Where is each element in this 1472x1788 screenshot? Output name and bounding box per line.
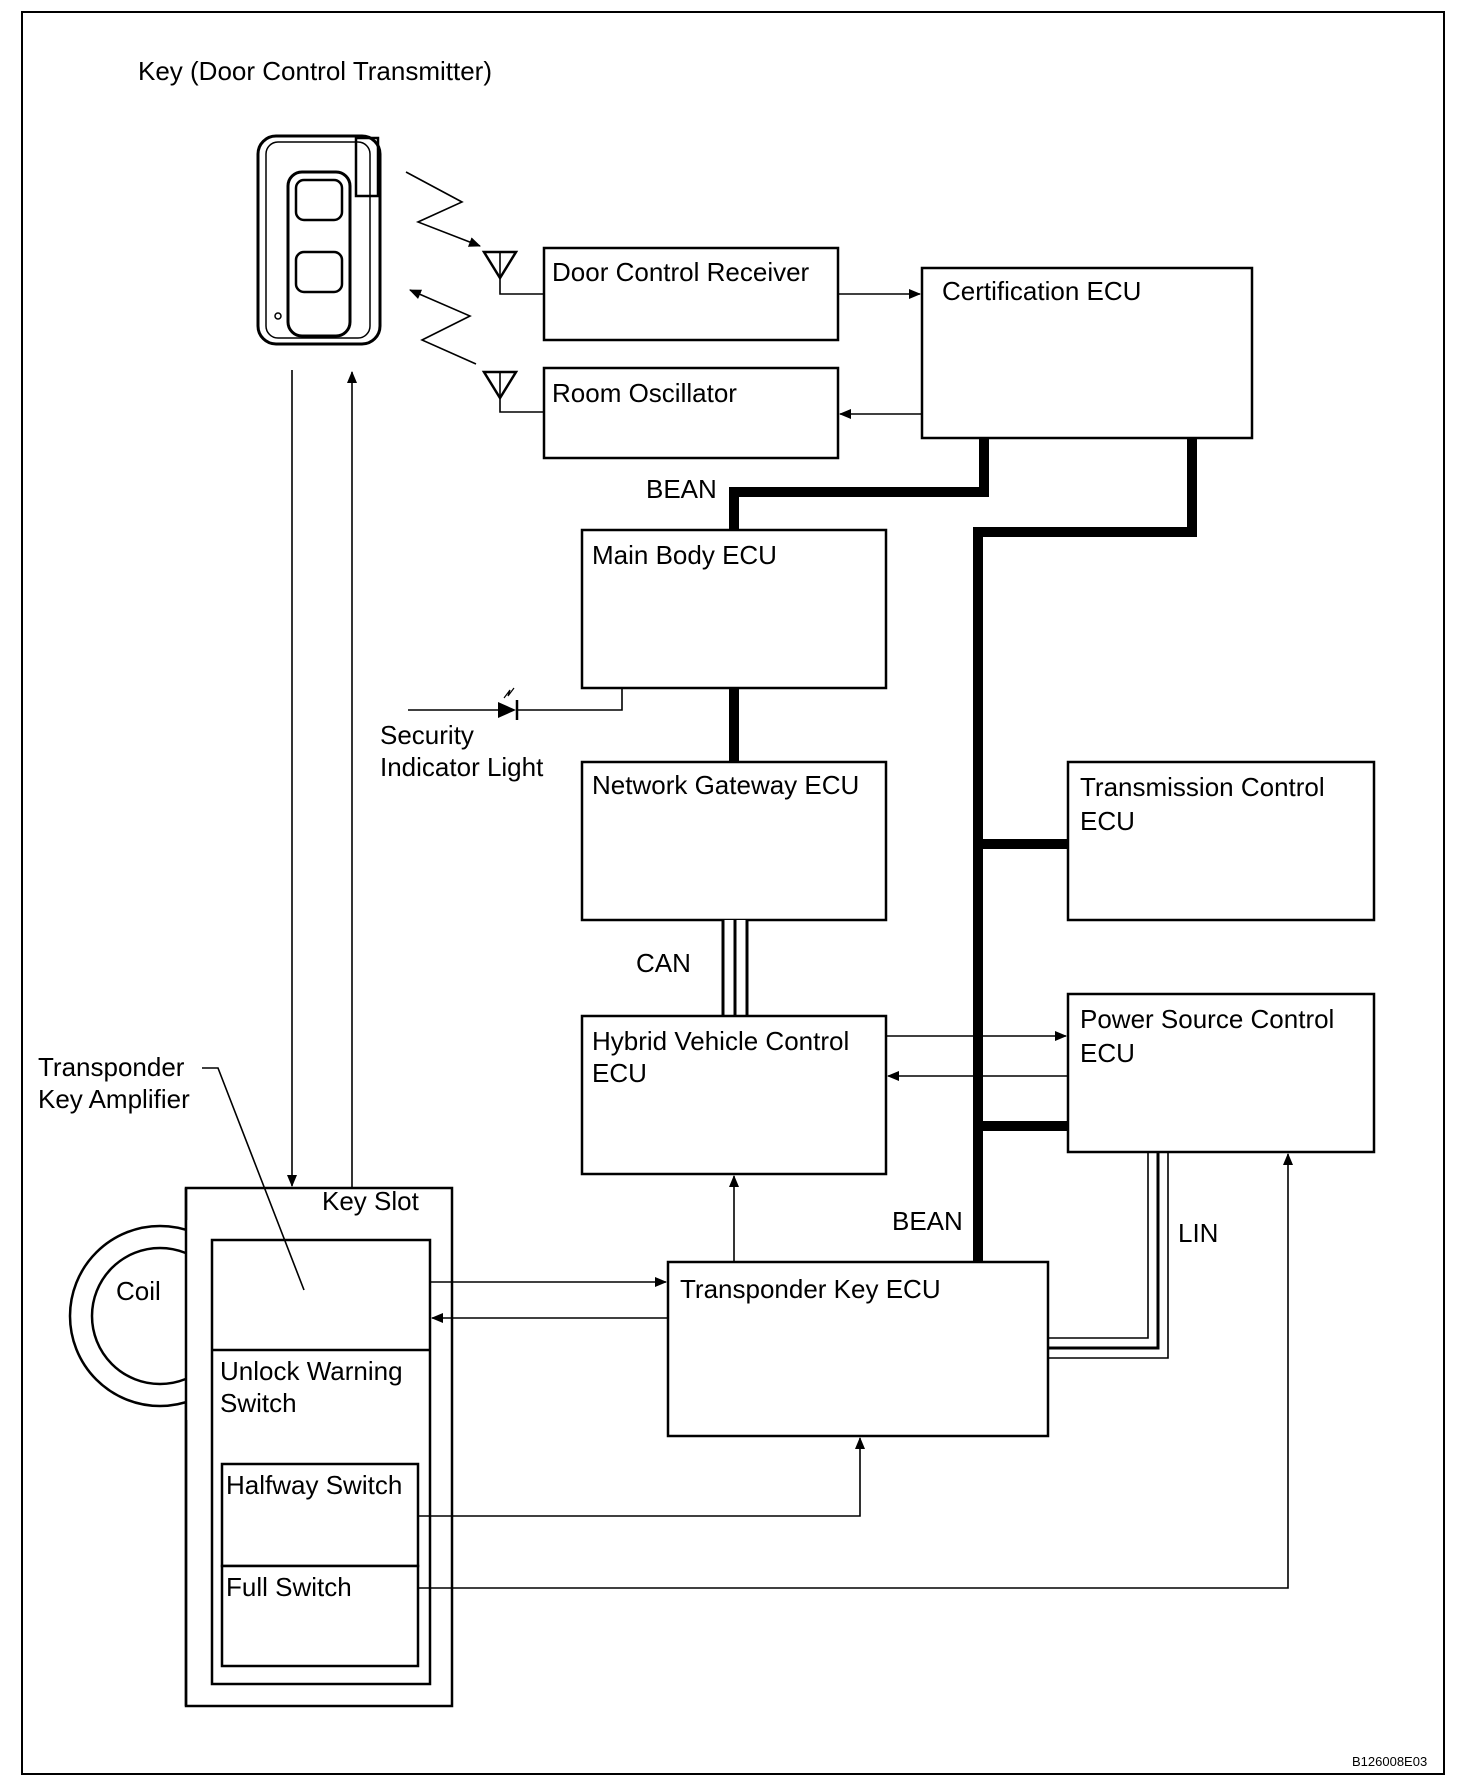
transmission-control-ecu-box	[1066, 760, 1376, 922]
main-body-ecu-label: Main Body ECU	[592, 540, 777, 570]
main-body-ecu-box	[580, 528, 888, 690]
wireless-signal-up	[409, 289, 477, 365]
can-label: CAN	[636, 948, 691, 978]
power-source-ecu-box	[1066, 992, 1376, 1154]
full-switch-label: Full Switch	[226, 1572, 352, 1602]
bean-top-label: BEAN	[646, 474, 717, 504]
certification-ecu-box	[920, 266, 1254, 440]
full-to-power-source-line	[418, 1153, 1293, 1589]
unlock-warning-switch-label: Unlock Warning	[220, 1356, 403, 1386]
coil-label: Coil	[116, 1276, 161, 1306]
figure-code-label: B126008E03	[1352, 1754, 1427, 1769]
unlock-warning-switch-label-2: Switch	[220, 1388, 297, 1418]
antenna-icon	[481, 250, 544, 295]
security-indicator-label-2: Indicator Light	[380, 752, 544, 782]
bean-bus-trunk	[973, 438, 1197, 1264]
power-source-ecu-label: Power Source Control	[1080, 1004, 1334, 1034]
antenna-icon	[481, 370, 544, 413]
transmission-control-ecu-label: Transmission Control	[1080, 772, 1325, 802]
key-fob-icon	[256, 134, 382, 346]
halfway-to-transponder-line	[418, 1437, 865, 1517]
can-bus	[721, 920, 749, 1016]
wireless-signal-down	[405, 171, 481, 247]
hybrid-vehicle-ecu-label-2: ECU	[592, 1058, 647, 1088]
certification-ecu-label: Certification ECU	[942, 276, 1141, 306]
security-indicator-label: Security	[380, 720, 474, 750]
room-oscillator-label: Room Oscillator	[552, 378, 737, 408]
key-slot-label: Key Slot	[322, 1186, 420, 1216]
security-indicator-wire	[518, 688, 623, 711]
bean-bus-certification-mainbody	[729, 438, 989, 530]
network-gateway-ecu-label: Network Gateway ECU	[592, 770, 859, 800]
key-transmitter-label: Key (Door Control Transmitter)	[138, 56, 492, 86]
lin-label: LIN	[1178, 1218, 1218, 1248]
halfway-switch-label: Halfway Switch	[226, 1470, 402, 1500]
transponder-amplifier-label-2: Key Amplifier	[38, 1084, 190, 1114]
hybrid-vehicle-ecu-label: Hybrid Vehicle Control	[592, 1026, 849, 1056]
network-gateway-ecu-box	[580, 760, 888, 922]
led-icon	[498, 687, 519, 720]
transponder-key-ecu-box	[666, 1260, 1050, 1438]
halfway-switch-box	[220, 1462, 420, 1568]
transponder-key-ecu-label: Transponder Key ECU	[680, 1274, 941, 1304]
hybrid-vehicle-ecu-box	[580, 1014, 888, 1176]
transponder-amplifier-label: Transponder	[38, 1052, 185, 1082]
lin-bus	[1048, 1152, 1169, 1359]
diagram-frame	[21, 11, 1445, 1775]
transmission-control-ecu-label-2: ECU	[1080, 806, 1135, 836]
transponder-amplifier-leader	[202, 1067, 305, 1291]
room-oscillator-box	[542, 366, 840, 460]
bean-bottom-label: BEAN	[892, 1206, 963, 1236]
door-control-receiver-label: Door Control Receiver	[552, 257, 810, 287]
power-source-ecu-label-2: ECU	[1080, 1038, 1135, 1068]
full-switch-box	[220, 1564, 420, 1668]
